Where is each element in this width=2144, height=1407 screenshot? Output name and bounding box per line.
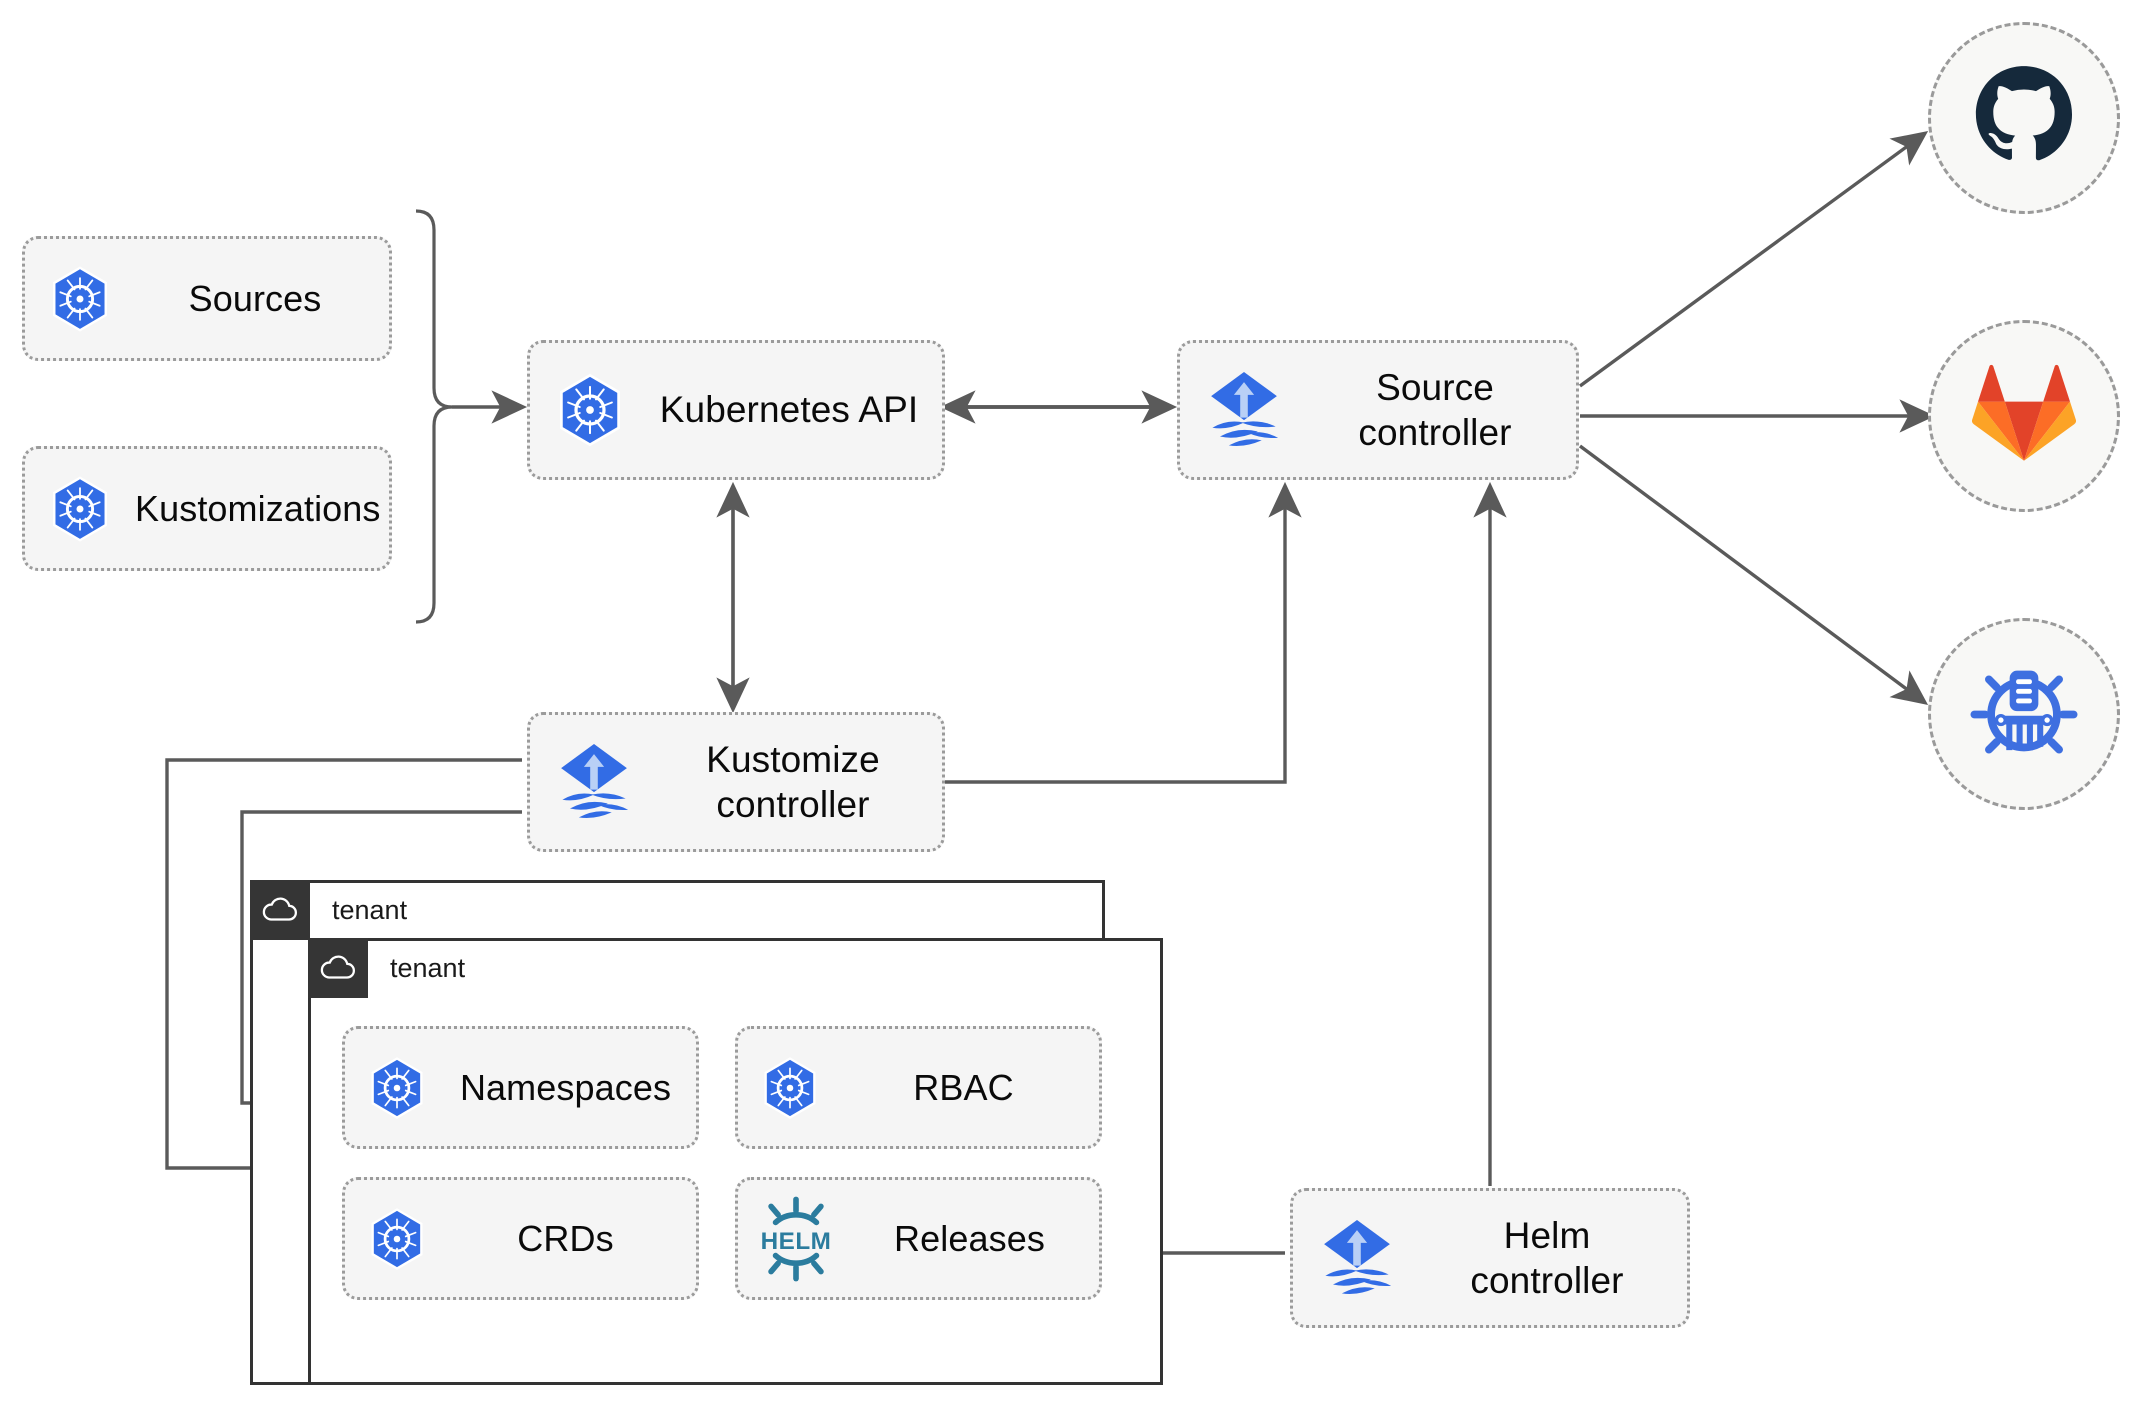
node-namespaces[interactable]: Namespaces (342, 1026, 699, 1149)
provider-helm-repository[interactable] (1928, 618, 2120, 810)
node-rbac[interactable]: RBAC (735, 1026, 1102, 1149)
node-label: Kustomizations (135, 487, 381, 529)
cloud-icon (308, 938, 368, 998)
node-kustomizations[interactable]: Kustomizations (22, 446, 392, 571)
node-label: Source controller (1308, 365, 1576, 455)
node-kustomize-controller[interactable]: Kustomize controller (527, 712, 945, 852)
node-label-line2: controller (1470, 1260, 1624, 1301)
node-label-line2: controller (716, 784, 870, 825)
kubernetes-icon (25, 263, 135, 335)
node-label-line2: controller (1358, 412, 1512, 453)
github-icon (1972, 64, 2076, 173)
kubernetes-icon (345, 1054, 449, 1122)
flux-icon (1180, 367, 1308, 453)
kubernetes-icon (530, 370, 650, 450)
node-label-line1: Source (1376, 366, 1494, 408)
kubernetes-icon (25, 473, 135, 545)
helm-icon: HELM (738, 1196, 854, 1282)
tenant-label: tenant (390, 952, 466, 983)
tenant-titlebar: tenant (250, 880, 407, 940)
cloud-icon (250, 880, 310, 940)
node-label: Helm controller (1421, 1213, 1687, 1303)
node-crds[interactable]: CRDs (342, 1177, 699, 1300)
node-helm-controller[interactable]: Helm controller (1290, 1188, 1690, 1328)
node-label: Sources (188, 277, 322, 319)
kubernetes-icon (345, 1205, 449, 1273)
tenant-titlebar: tenant (308, 938, 465, 998)
tenant-label: tenant (332, 894, 408, 925)
kubernetes-icon (738, 1054, 842, 1122)
node-label: CRDs (517, 1217, 614, 1259)
provider-gitlab[interactable] (1928, 320, 2120, 512)
flux-icon (1293, 1215, 1421, 1301)
helm-repository-icon (1970, 658, 2078, 771)
node-label: Kubernetes API (659, 389, 919, 431)
svg-text:HELM: HELM (761, 1228, 832, 1255)
node-sources[interactable]: Sources (22, 236, 392, 361)
node-label: Releases (894, 1217, 1045, 1259)
node-label: Kustomize controller (658, 737, 942, 827)
node-source-controller[interactable]: Source controller (1177, 340, 1579, 480)
node-releases[interactable]: HELM Releases (735, 1177, 1102, 1300)
node-label: RBAC (913, 1066, 1014, 1108)
tenant-window-inner[interactable]: tenant (308, 938, 1163, 1385)
node-label: Namespaces (459, 1066, 672, 1108)
node-label-line1: Kustomize (706, 738, 880, 780)
node-kubernetes-api[interactable]: Kubernetes API (527, 340, 945, 480)
provider-github[interactable] (1928, 22, 2120, 214)
node-label-line1: Helm (1503, 1214, 1591, 1256)
gitlab-icon (1971, 364, 2077, 469)
flux-icon (530, 739, 658, 825)
